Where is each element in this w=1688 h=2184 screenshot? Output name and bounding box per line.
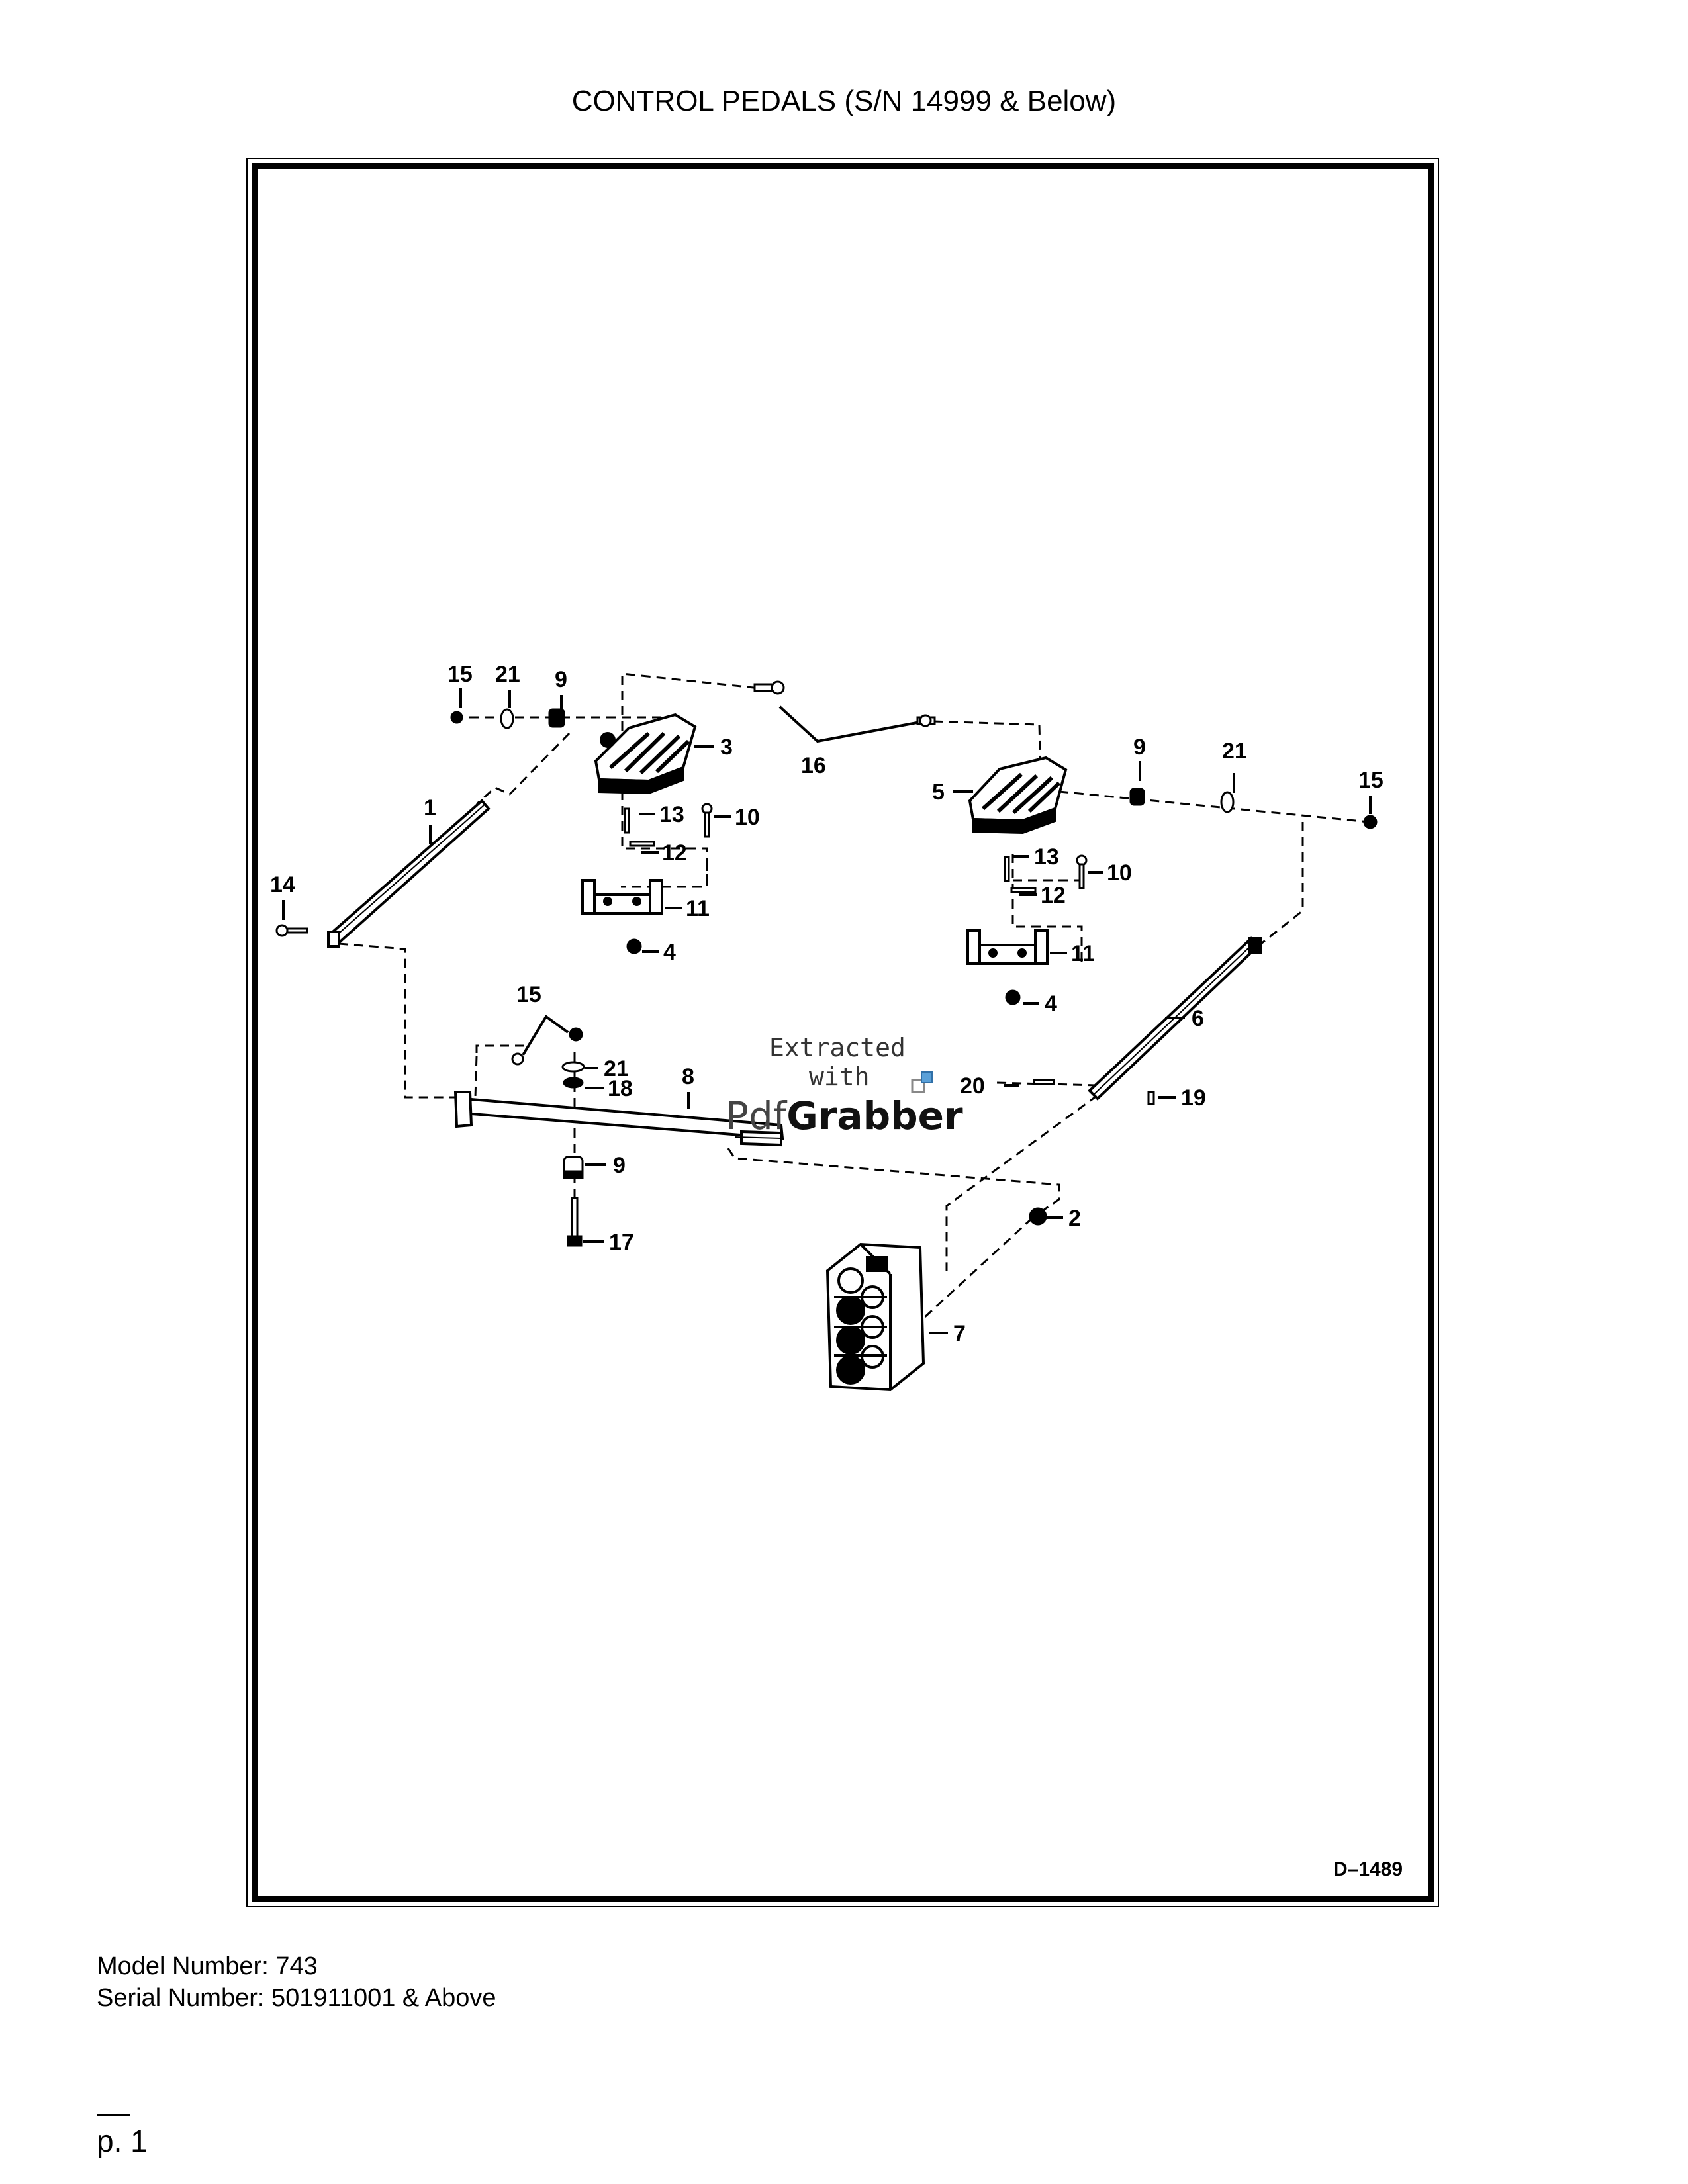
control-valve-7 (825, 1242, 925, 1392)
callout-15-middle: 15 (516, 982, 541, 1007)
page-number: p. 1 (97, 2124, 148, 2158)
leader-16 (778, 705, 917, 743)
assembly-lines (338, 672, 1376, 1320)
callout-4-left: 4 (663, 940, 676, 965)
callout-19: 19 (1181, 1085, 1206, 1111)
watermark-logo-icon (911, 1079, 925, 1093)
drawing-id: D–1489 (1333, 1858, 1403, 1880)
callout-leaders (282, 688, 1372, 1334)
callout-21-left: 21 (495, 662, 520, 687)
callout-20: 20 (960, 1073, 985, 1099)
callout-15-left: 15 (447, 662, 473, 687)
callout-21-right: 21 (1222, 739, 1247, 764)
callout-17: 17 (609, 1230, 634, 1255)
callout-7: 7 (953, 1321, 966, 1346)
callout-12-left: 12 (662, 841, 687, 866)
bracket-11-right (966, 929, 1049, 965)
watermark-line1: Extracted (769, 1033, 906, 1062)
callout-21-middle: 21 (604, 1056, 629, 1081)
model-number: Model Number: 743 (97, 1952, 318, 1980)
callout-4-right: 4 (1045, 991, 1057, 1017)
diagram-frame (252, 163, 1434, 1902)
callout-16: 16 (801, 753, 826, 778)
callout-13-left: 13 (659, 802, 684, 827)
watermark-brand: PdfGrabber (726, 1093, 963, 1138)
callout-9-right: 9 (1133, 735, 1146, 760)
diagram-frame-outer (246, 158, 1439, 1907)
watermark-line2: with (809, 1062, 870, 1091)
pedal-5 (968, 756, 1068, 835)
callout-18: 18 (608, 1076, 633, 1101)
linkage-bar-8 (453, 1091, 784, 1147)
page-title: CONTROL PEDALS (S/N 14999 & Below) (571, 85, 1117, 117)
bracket-11-left (581, 879, 663, 915)
callout-5: 5 (932, 780, 945, 805)
callout-2: 2 (1068, 1206, 1081, 1231)
page-rule (97, 2114, 130, 2116)
callout-9-left: 9 (555, 667, 567, 692)
callout-14: 14 (270, 872, 295, 897)
callout-11-left: 11 (686, 896, 710, 921)
callout-11-right: 11 (1071, 941, 1095, 966)
callouts: 15 21 9 3 16 1 14 13 10 12 11 4 5 9 21 1… (270, 662, 1383, 1346)
callout-3: 3 (720, 735, 733, 760)
callout-10-left: 10 (735, 805, 760, 830)
callout-12-right: 12 (1041, 883, 1066, 908)
callout-9-middle: 9 (613, 1153, 626, 1178)
callout-8: 8 (682, 1064, 694, 1089)
rod-1 (327, 799, 491, 948)
hardware (275, 680, 1378, 1247)
watermark: Extracted with PdfGrabber (726, 1033, 963, 1138)
callout-15-right: 15 (1358, 768, 1383, 793)
serial-number: Serial Number: 501911001 & Above (97, 1984, 496, 2012)
pedal-3 (594, 713, 697, 795)
callout-10-right: 10 (1107, 860, 1132, 886)
callout-1: 1 (424, 796, 436, 821)
callout-13-right: 13 (1034, 844, 1059, 870)
leader-15-middle (522, 1015, 569, 1056)
callout-6: 6 (1192, 1006, 1204, 1031)
